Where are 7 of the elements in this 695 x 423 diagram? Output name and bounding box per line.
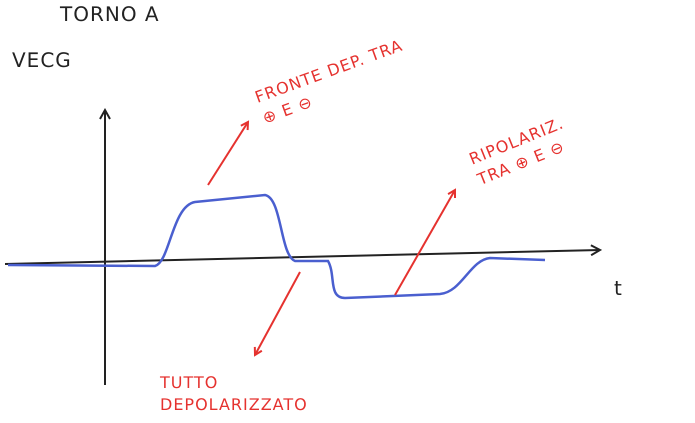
axis-label: t [614,276,623,300]
leader-arrow [207,121,249,186]
leader-arrow [394,189,456,296]
heading-text: TORNO A [60,2,160,26]
annotation-text: TUTTO DEPOLARIZZATO [160,372,345,416]
axis-label: VECG [12,48,72,72]
leader-arrow [254,272,301,356]
